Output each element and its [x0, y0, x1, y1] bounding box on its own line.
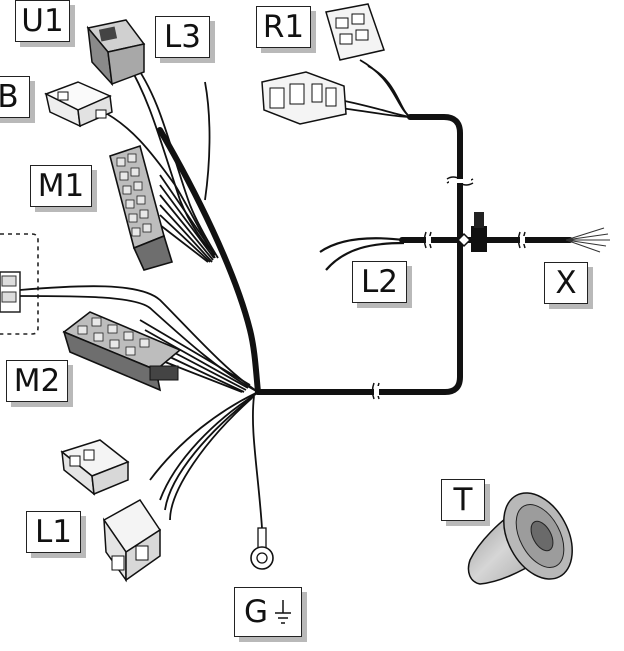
connector-m2: [62, 311, 182, 392]
upper-left-wires: [99, 59, 219, 263]
label-m1: M1: [30, 165, 92, 207]
label-l3: L3: [155, 16, 210, 58]
lower-wires: [149, 391, 263, 529]
connector-u1: [86, 19, 146, 87]
label-l1: L1: [26, 511, 81, 553]
label-m2: M2: [6, 360, 68, 402]
ground-icon: [275, 600, 292, 624]
l2-wires: [319, 237, 405, 271]
label-g: G: [234, 587, 302, 637]
label-r1: R1: [256, 6, 311, 48]
grommet-t: [467, 492, 573, 585]
label-b: B: [0, 76, 30, 118]
label-x: X: [544, 262, 588, 304]
connector-l1: [60, 439, 162, 583]
connector-r1: [261, 3, 385, 125]
junction-clip: [456, 212, 487, 252]
dashed-box-connector: [0, 271, 21, 313]
r1-wires: [339, 59, 411, 118]
x-wires: [565, 227, 610, 253]
connector-m1: [109, 144, 174, 271]
label-u1: U1: [15, 0, 70, 42]
connector-b: [44, 81, 113, 128]
main-trunk: [157, 114, 573, 395]
label-l2: L2: [352, 261, 407, 303]
label-g-text: G: [243, 593, 269, 630]
ground-ring-terminal: [250, 527, 274, 570]
dashed-connector-box: [0, 233, 39, 335]
label-t: T: [441, 479, 485, 521]
